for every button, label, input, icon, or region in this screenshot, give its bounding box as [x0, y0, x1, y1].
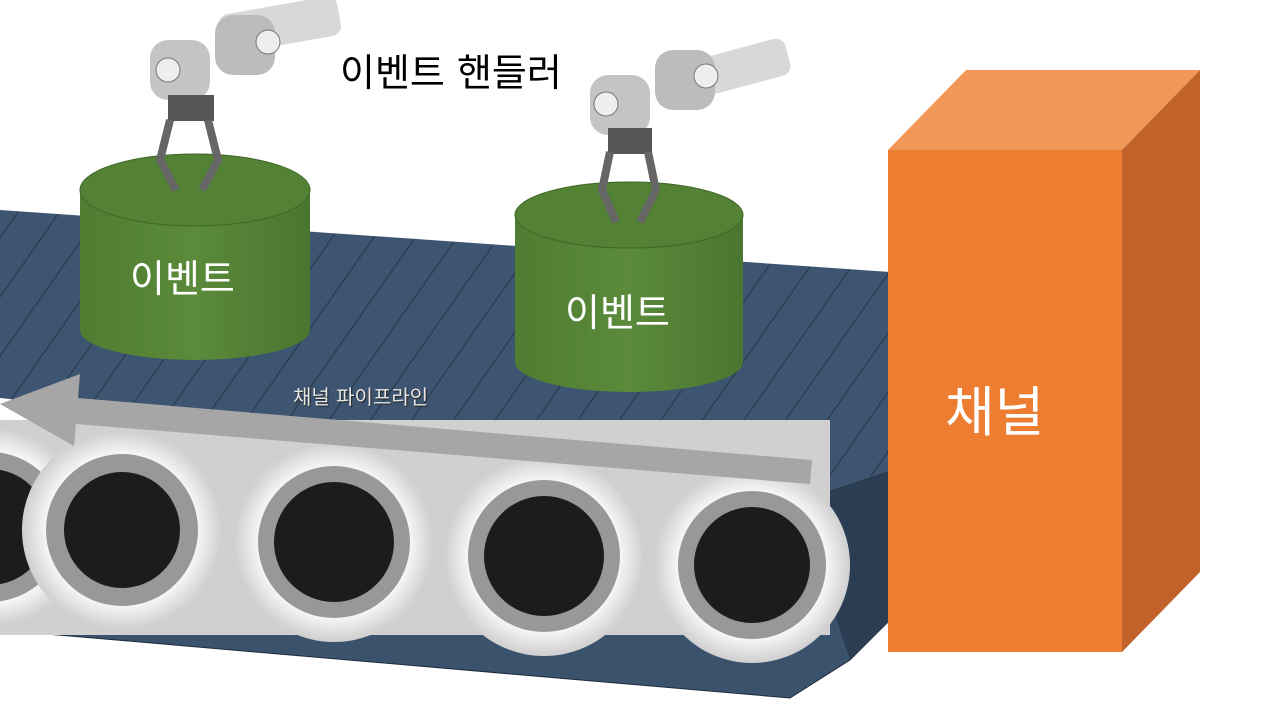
event-cylinder: [79, 153, 311, 360]
event-label: 이벤트: [130, 257, 235, 301]
channel-label: 채널: [945, 381, 1045, 444]
roller: [22, 430, 222, 630]
pipeline-arrow: [0, 374, 812, 484]
channel-pipeline-label: 채널 파이프라인: [293, 385, 429, 409]
rollers: [0, 420, 850, 663]
roller: [234, 442, 434, 642]
channel-box: [888, 70, 1200, 652]
conveyor-belt-side: [830, 470, 890, 660]
event-label: 이벤트: [565, 291, 670, 335]
roller: [654, 467, 850, 663]
roller: [444, 456, 644, 656]
event-cylinder: [514, 181, 744, 392]
robot-arm-icon: [150, 0, 341, 192]
event-handler-label: 이벤트 핸들러: [340, 51, 562, 95]
robot-arm-icon: [590, 38, 791, 224]
